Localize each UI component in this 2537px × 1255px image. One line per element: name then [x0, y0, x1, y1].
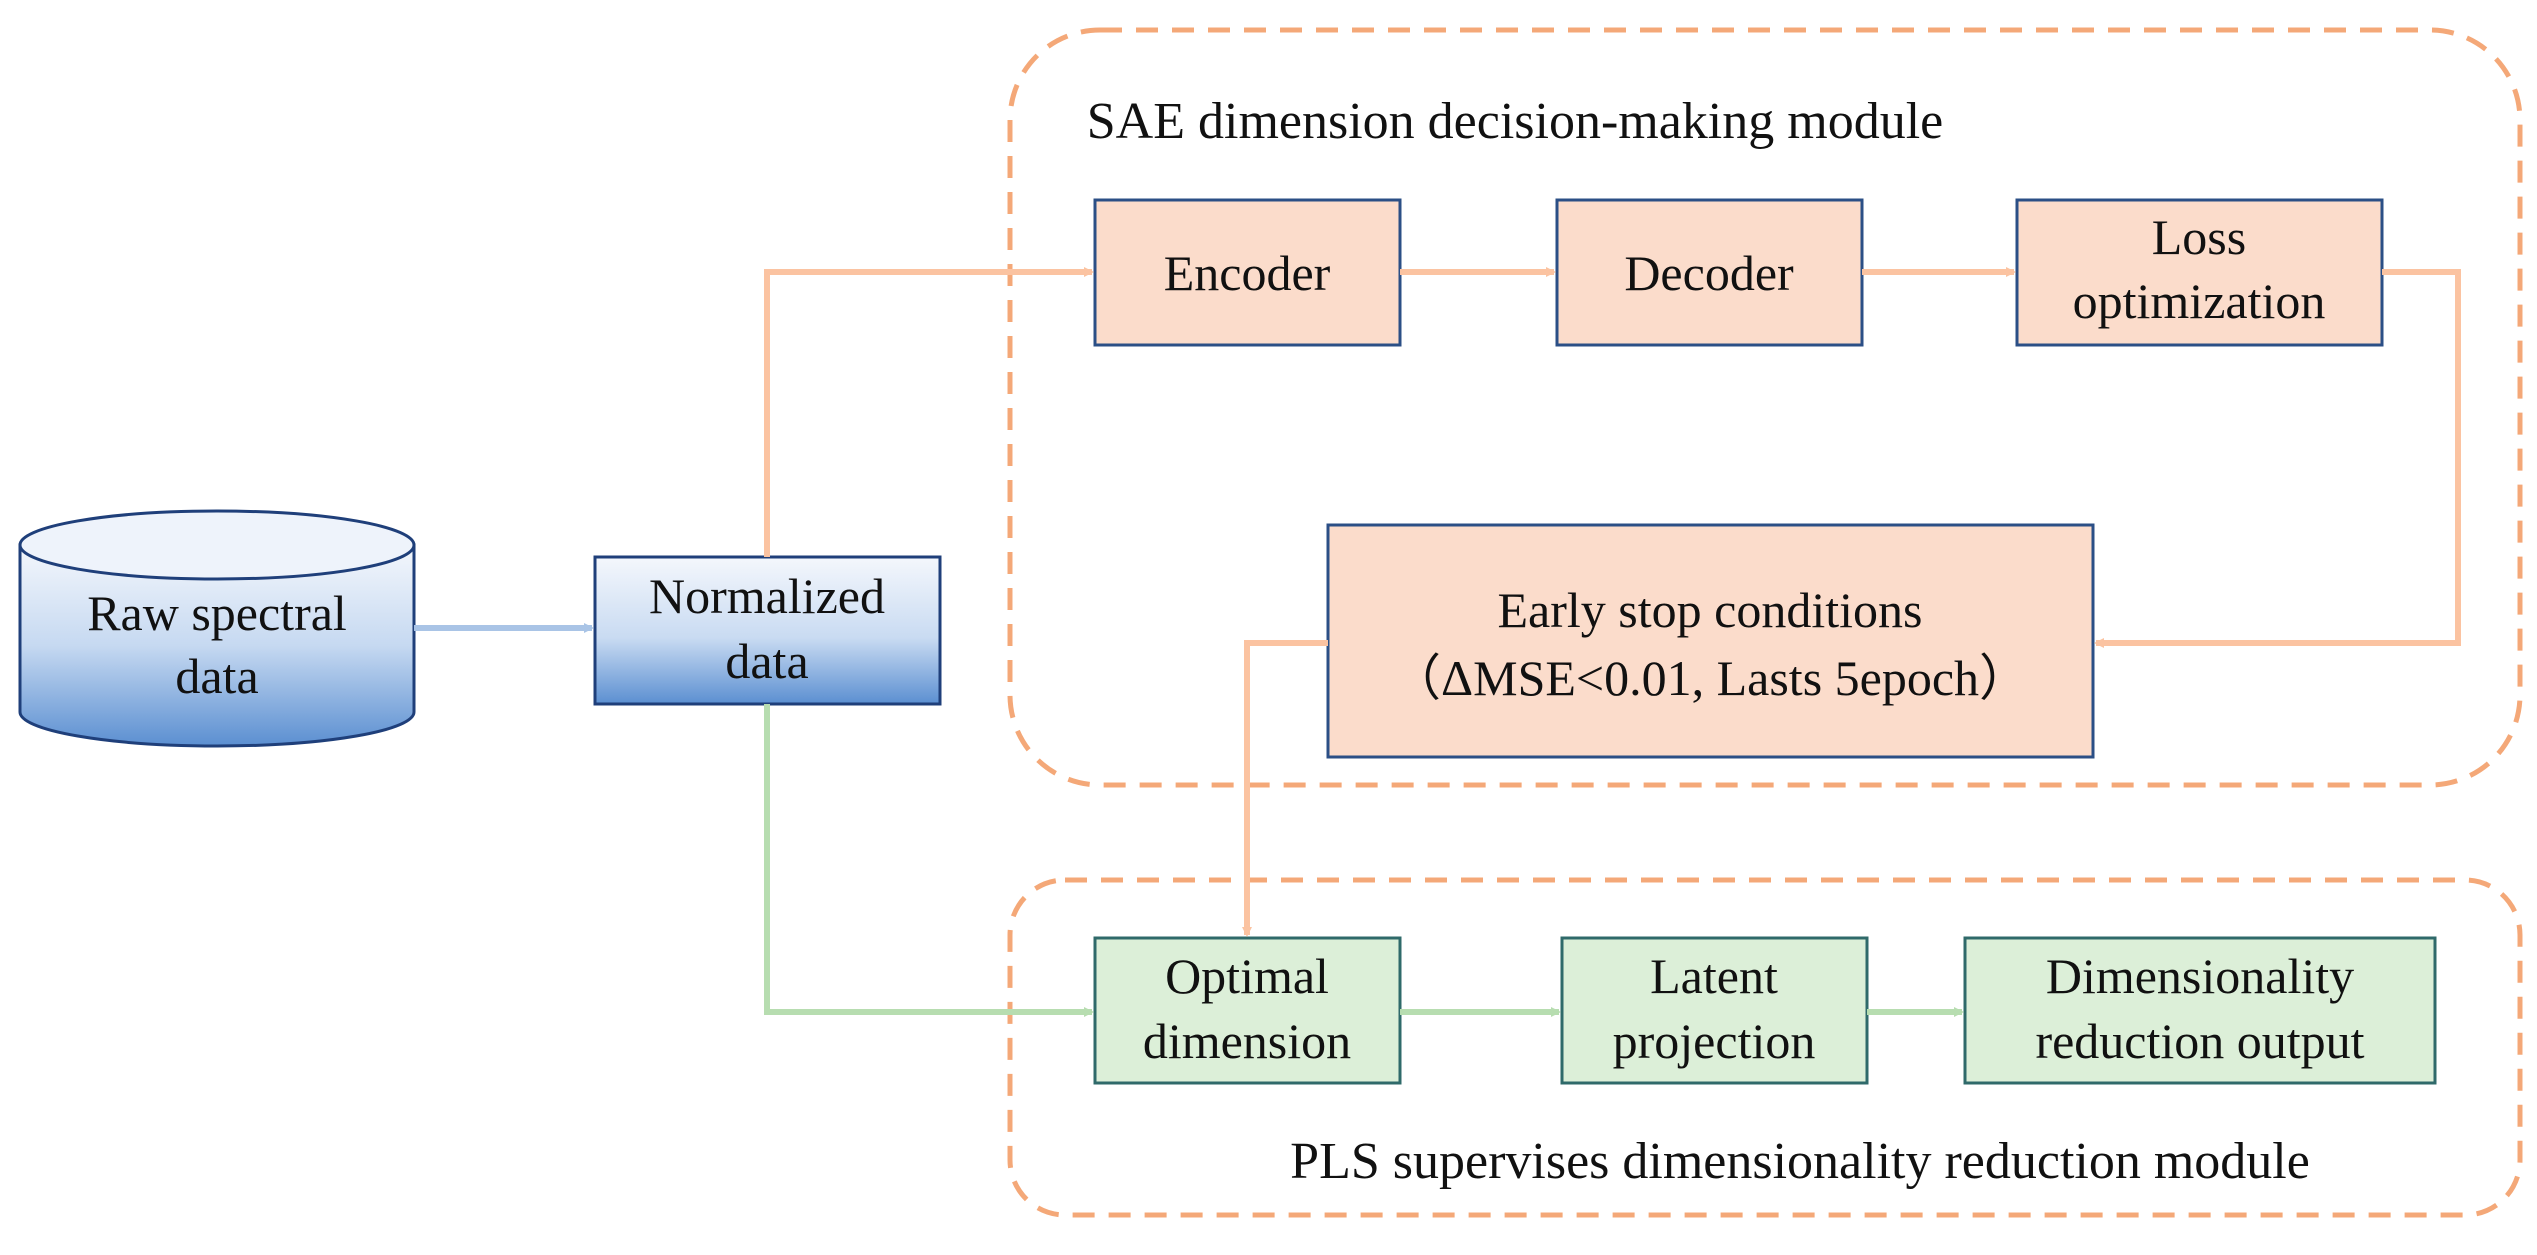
sae-module-title: SAE dimension decision-making module	[1087, 93, 1943, 150]
arrow-normalized-to-optimal	[764, 704, 1094, 1017]
early-stop-label-line2: （ΔMSE<0.01, Lasts 5epoch）	[1391, 650, 2029, 706]
arrow-normalized-to-encoder	[764, 267, 1094, 557]
encoder-label: Encoder	[1164, 245, 1331, 301]
output-label-line2: reduction output	[2035, 1013, 2364, 1069]
early-stop-box: Early stop conditions （ΔMSE<0.01, Lasts …	[1326, 523, 2095, 759]
latent-projection-box: Latent projection	[1560, 936, 1869, 1085]
early-stop-label-line1: Early stop conditions	[1498, 582, 1923, 638]
loss-optimization-box: Loss optimization	[2015, 198, 2384, 347]
raw-data-label-line1: Raw spectral	[87, 585, 347, 641]
sae-module-container	[1007, 27, 2523, 788]
dimensionality-output-box: Dimensionality reduction output	[1963, 936, 2437, 1085]
latent-label-line1: Latent	[1650, 948, 1778, 1004]
raw-data-label-line2: data	[175, 648, 258, 704]
pls-module-title: PLS supervises dimensionality reduction …	[1290, 1133, 2310, 1190]
encoder-box: Encoder	[1093, 198, 1402, 347]
optimal-label-line2: dimension	[1143, 1013, 1351, 1069]
arrow-early-stop-to-optimal	[1242, 640, 1328, 937]
pls-module-container	[1007, 877, 2523, 1218]
output-label-line1: Dimensionality	[2046, 948, 2354, 1004]
decoder-box: Decoder	[1555, 198, 1864, 347]
optimal-dimension-box: Optimal dimension	[1093, 936, 1402, 1085]
optimal-label-line1: Optimal	[1165, 948, 1329, 1004]
latent-label-line2: projection	[1613, 1013, 1816, 1069]
loss-label-line1: Loss	[2152, 209, 2246, 265]
raw-spectral-data-cylinder: Raw spectral data	[18, 509, 416, 748]
loss-label-line2: optimization	[2073, 273, 2326, 329]
arrow-loss-to-early-stop	[2094, 269, 2461, 648]
decoder-label: Decoder	[1624, 245, 1794, 301]
normalized-data-box: Normalized data	[593, 555, 942, 706]
normalized-label-line2: data	[725, 633, 808, 689]
normalized-label-line1: Normalized	[649, 568, 885, 624]
